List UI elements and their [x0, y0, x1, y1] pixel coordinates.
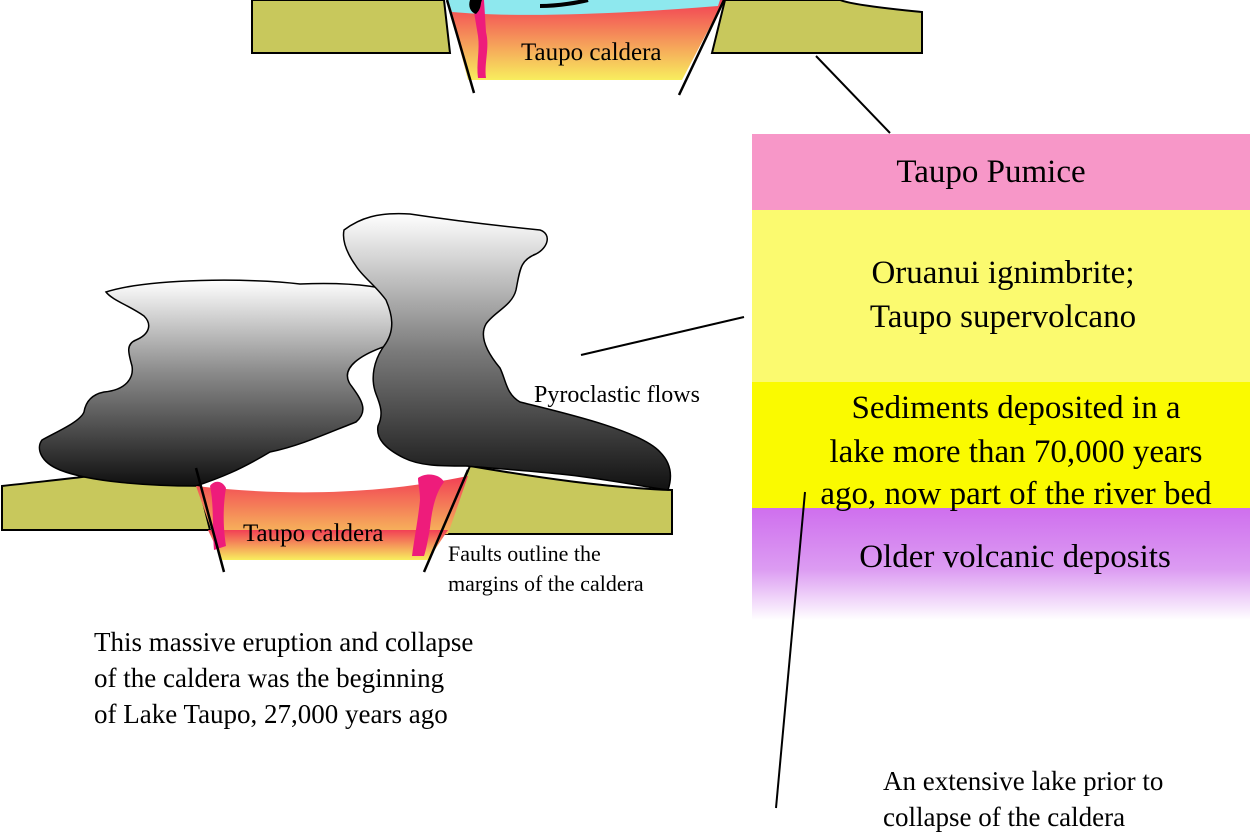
faults-label-line-1: Faults outline the	[448, 541, 601, 566]
layer-sediments-label-2: lake more than 70,000 years	[830, 434, 1203, 470]
top-fault-left	[445, 0, 476, 94]
layer-older-volcanic	[752, 508, 1250, 620]
lake-note-line-2: collapse of the caldera	[883, 802, 1125, 832]
caption-line-1: This massive eruption and collapse	[94, 627, 473, 657]
pyroclastic-flows-label: Pyroclastic flows	[534, 382, 700, 408]
top-conduit	[472, 0, 488, 78]
top-cross-section: Taupo caldera	[251, 0, 923, 134]
layer-older-volcanic-label: Older volcanic deposits	[859, 539, 1171, 575]
caption-line-2: of the caldera was the beginning	[94, 663, 444, 693]
layer-sediments-label-3: ago, now part of the river bed	[820, 476, 1212, 512]
eruption-ground-right	[438, 464, 673, 535]
layer-oruanui-label-2: Taupo supervolcano	[870, 299, 1136, 335]
faults-label-line-2: margins of the caldera	[448, 571, 644, 596]
eruption-caldera-bottom	[208, 530, 448, 560]
conduit-right	[412, 474, 444, 556]
lake-note: An extensive lake prior to collapse of t…	[775, 491, 1163, 832]
ash-plume-right	[342, 212, 672, 491]
top-caldera-label: Taupo caldera	[521, 39, 662, 66]
top-vent-arc	[539, 0, 589, 8]
layer-taupo-pumice-label: Taupo Pumice	[896, 154, 1085, 190]
lake-note-line-1: An extensive lake prior to	[883, 766, 1163, 796]
leader-top-to-column	[815, 55, 891, 134]
eruption-cross-section: Taupo caldera Pyroclastic flows Faults o…	[1, 212, 745, 729]
layer-oruanui-label-1: Oruanui ignimbrite;	[871, 255, 1134, 291]
eruption-fault-left	[194, 467, 226, 573]
leader-pyroclastic-to-column	[580, 316, 745, 356]
top-ground	[251, 0, 452, 54]
stratigraphic-column: Taupo Pumice Oruanui ignimbrite; Taupo s…	[752, 134, 1250, 620]
ash-plume-left	[38, 279, 413, 487]
layer-sediments-label-1: Sediments deposited in a	[851, 390, 1180, 426]
layer-taupo-pumice	[752, 134, 1250, 210]
caption-line-3: of Lake Taupo, 27,000 years ago	[94, 699, 448, 729]
top-vent-shape	[469, 0, 482, 14]
top-lake	[448, 0, 720, 15]
leader-lake-to-sediments	[775, 491, 806, 809]
eruption-caldera-label: Taupo caldera	[243, 520, 384, 547]
eruption-fault-right	[422, 469, 470, 573]
top-ground-right	[710, 0, 923, 54]
layer-oruanui	[752, 210, 1250, 382]
top-fault-right	[677, 0, 726, 96]
layer-sediments	[752, 382, 1250, 508]
top-caldera-magma	[447, 0, 724, 80]
